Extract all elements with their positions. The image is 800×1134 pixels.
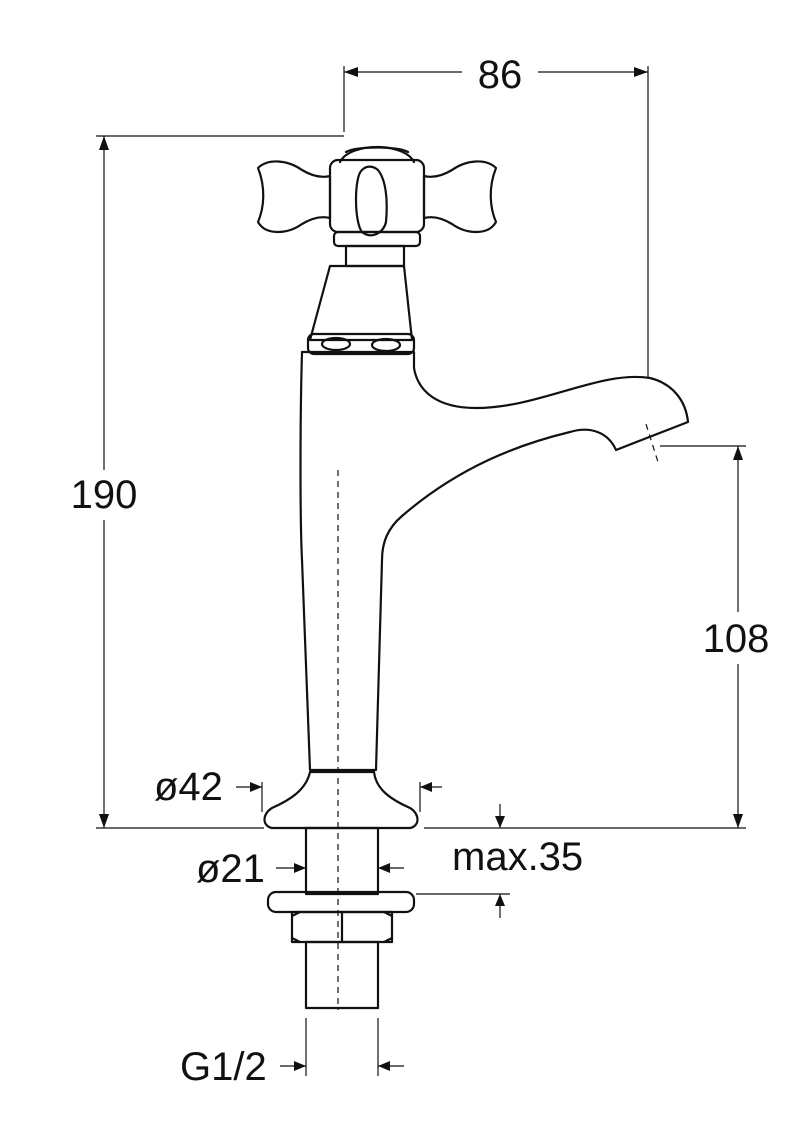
- dimension-lines: [96, 66, 746, 1076]
- dim-thread-label: G1/2: [180, 1045, 267, 1089]
- dim-max-thickness-label: max.35: [452, 835, 583, 879]
- base-flange: [263, 770, 419, 830]
- tail-thread: [304, 940, 380, 1010]
- dim-shank-diameter-label: ø21: [196, 847, 265, 891]
- dimension-labels: 86 190 108 ø42 ø21 max.35 G1/2: [71, 53, 770, 1089]
- dim-86-label: 86: [478, 53, 523, 97]
- tap-outline: [256, 145, 690, 1010]
- spout-centre-line: [645, 423, 659, 463]
- collar: [306, 332, 416, 356]
- cross-handle: [256, 145, 498, 268]
- dim-108-label: 108: [703, 617, 770, 661]
- dim-base-diameter-label: ø42: [154, 765, 223, 809]
- shank: [304, 826, 380, 896]
- collar-hole-left: [320, 336, 352, 352]
- tap-body: [299, 350, 690, 772]
- dim-190-label: 190: [71, 473, 138, 517]
- valve-housing: [308, 264, 414, 342]
